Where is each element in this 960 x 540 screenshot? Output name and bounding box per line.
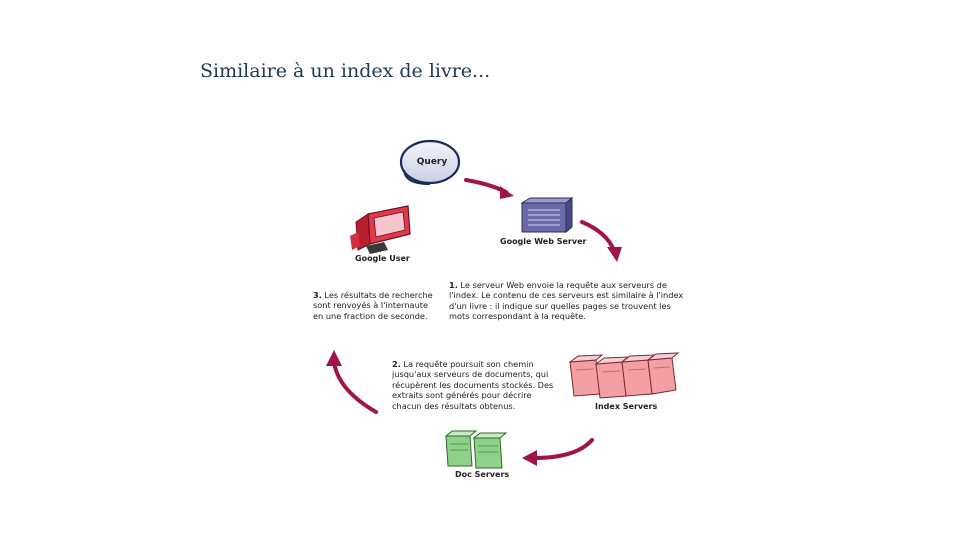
step-1-number: 1. [449, 280, 458, 290]
step-2-number: 2. [392, 359, 401, 369]
user-label: Google User [355, 254, 410, 263]
doc-servers-label: Doc Servers [455, 470, 509, 479]
index-servers-icon [570, 353, 678, 398]
step-3-description: Les résultats de recherche sont renvoyés… [313, 290, 433, 321]
web-server-icon [522, 198, 572, 232]
arrow-webserver-to-index [582, 222, 622, 262]
arrow-query-to-webserver [466, 180, 514, 199]
step-1-description: Le serveur Web envoie la requête aux ser… [449, 280, 683, 321]
step-2-description: La requête poursuit son chemin jusqu'aux… [392, 359, 553, 411]
step-1-text: 1. Le serveur Web envoie la requête aux … [449, 280, 689, 322]
index-servers-label: Index Servers [595, 402, 657, 411]
arrow-docservers-to-user [326, 350, 376, 412]
user-computer-icon [350, 206, 410, 254]
step-3-number: 3. [313, 290, 322, 300]
step-3-text: 3. Les résultats de recherche sont renvo… [313, 290, 433, 321]
arrow-index-to-docservers [522, 440, 592, 466]
web-server-label: Google Web Server [500, 237, 586, 246]
query-label: Query [412, 157, 452, 167]
step-2-text: 2. La requête poursuit son chemin jusqu'… [392, 359, 557, 411]
doc-servers-icon [446, 431, 506, 468]
